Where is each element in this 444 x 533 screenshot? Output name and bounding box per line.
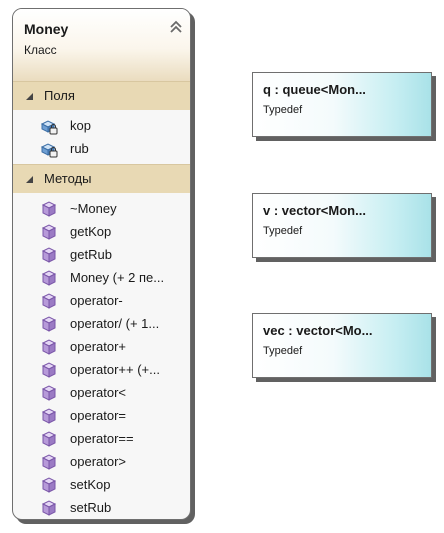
method-item-label: setRub bbox=[70, 500, 112, 515]
method-item-label: getRub bbox=[70, 247, 112, 262]
method-cube-icon bbox=[41, 477, 57, 493]
method-item-label: operator== bbox=[70, 431, 134, 446]
typedef-shape-q[interactable]: q : queue<Mon... Typedef bbox=[252, 72, 432, 137]
method-item-label: ~Money bbox=[70, 201, 117, 216]
method-item[interactable]: setKop bbox=[13, 473, 190, 496]
method-item-label: operator> bbox=[70, 454, 127, 469]
method-cube-icon bbox=[41, 224, 57, 240]
field-item-label: kop bbox=[70, 118, 91, 133]
method-cube-icon bbox=[41, 385, 57, 401]
method-item-label: operator< bbox=[70, 385, 127, 400]
typedef-title: vec : vector<Mo... bbox=[263, 323, 373, 338]
typedef-shape-vec[interactable]: vec : vector<Mo... Typedef bbox=[252, 313, 432, 378]
method-item[interactable]: operator/ (+ 1... bbox=[13, 312, 190, 335]
class-header[interactable]: Money Класс bbox=[13, 9, 190, 81]
double-chevron-up-icon[interactable] bbox=[168, 19, 184, 35]
method-item-label: setKop bbox=[70, 477, 111, 492]
typedef-shape-v[interactable]: v : vector<Mon... Typedef bbox=[252, 193, 432, 258]
typedef-kind: Typedef bbox=[263, 104, 303, 116]
method-item[interactable]: operator< bbox=[13, 381, 190, 404]
method-cube-icon bbox=[41, 362, 57, 378]
method-item[interactable]: ~Money bbox=[13, 197, 190, 220]
method-item[interactable]: operator> bbox=[13, 450, 190, 473]
method-item-label: operator= bbox=[70, 408, 127, 423]
section-header-methods[interactable]: Методы bbox=[13, 164, 190, 193]
method-item[interactable]: operator- bbox=[13, 289, 190, 312]
method-item[interactable]: operator== bbox=[13, 427, 190, 450]
method-item-label: operator++ (+... bbox=[70, 362, 160, 377]
method-item-label: operator- bbox=[70, 293, 123, 308]
method-item[interactable]: operator++ (+... bbox=[13, 358, 190, 381]
method-item-label: operator/ (+ 1... bbox=[70, 316, 160, 331]
typedef-title: v : vector<Mon... bbox=[263, 203, 366, 218]
method-cube-icon bbox=[41, 293, 57, 309]
method-item[interactable]: Money (+ 2 пе... bbox=[13, 266, 190, 289]
typedef-kind: Typedef bbox=[263, 225, 303, 237]
class-shape-money[interactable]: Money Класс Поля kop rub Методы ~Money get… bbox=[12, 8, 191, 520]
method-cube-icon bbox=[41, 270, 57, 286]
method-item-label: getKop bbox=[70, 224, 112, 239]
method-item[interactable]: operator= bbox=[13, 404, 190, 427]
class-stereotype: Класс bbox=[24, 43, 57, 57]
field-lock-icon bbox=[40, 120, 58, 135]
field-item[interactable]: rub bbox=[13, 137, 190, 160]
typedef-title: q : queue<Mon... bbox=[263, 82, 366, 97]
method-cube-icon bbox=[41, 339, 57, 355]
field-item-label: rub bbox=[70, 141, 89, 156]
field-lock-icon bbox=[40, 143, 58, 158]
triangle-expanded-icon[interactable] bbox=[25, 175, 34, 184]
method-item[interactable]: setRub bbox=[13, 496, 190, 519]
method-cube-icon bbox=[41, 247, 57, 263]
method-cube-icon bbox=[41, 201, 57, 217]
method-item[interactable]: operator+ bbox=[13, 335, 190, 358]
method-cube-icon bbox=[41, 500, 57, 516]
section-label-fields: Поля bbox=[44, 88, 75, 103]
fields-list: kop rub bbox=[13, 110, 190, 164]
method-cube-icon bbox=[41, 454, 57, 470]
triangle-expanded-icon[interactable] bbox=[25, 92, 34, 101]
method-item-label: operator+ bbox=[70, 339, 127, 354]
method-item[interactable]: getRub bbox=[13, 243, 190, 266]
section-label-methods: Методы bbox=[44, 171, 92, 186]
class-name: Money bbox=[24, 21, 69, 37]
method-item-label: Money (+ 2 пе... bbox=[70, 270, 165, 285]
method-cube-icon bbox=[41, 316, 57, 332]
method-cube-icon bbox=[41, 431, 57, 447]
method-item[interactable]: getKop bbox=[13, 220, 190, 243]
method-cube-icon bbox=[41, 408, 57, 424]
typedef-kind: Typedef bbox=[263, 345, 303, 357]
field-item[interactable]: kop bbox=[13, 114, 190, 137]
section-header-fields[interactable]: Поля bbox=[13, 81, 190, 110]
